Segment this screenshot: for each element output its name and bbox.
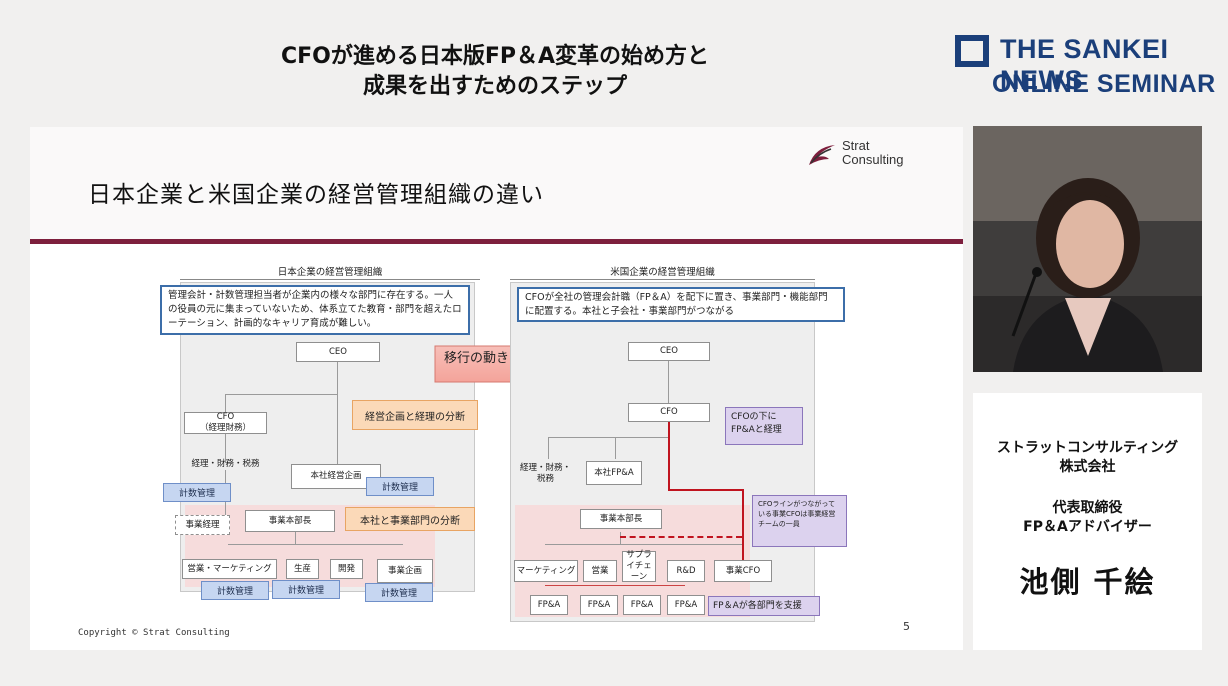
us-fpa-box-marketing: FP&A: [530, 595, 568, 615]
japan-note-planning-accounting-split: 経営企画と経理の分断: [352, 400, 478, 430]
japan-kpi-box-hq: 計数管理: [366, 477, 434, 496]
us-fpa-link: [615, 437, 616, 459]
us-unit-business-cfo: 事業CFO: [714, 560, 772, 582]
japan-cfo-label: CFO: [216, 412, 235, 422]
japan-panel-label: 日本企業の経営管理組織: [180, 264, 480, 280]
speaker-company-line1: ストラットコンサルティング: [996, 440, 1179, 456]
japan-ceo-line: [337, 362, 338, 464]
slide-accent-bar: [30, 239, 963, 244]
presentation-slide: 日本企業と米国企業の経営管理組織の違い Strat Consulting 日本企…: [30, 127, 963, 650]
japan-unit-business-planning: 事業企画: [377, 559, 433, 583]
us-division-down: [620, 532, 621, 544]
us-division-cfo-dashed-line: [620, 536, 742, 538]
us-cfo-box: CFO: [628, 403, 710, 422]
japan-division-head-box: 事業本部長: [245, 510, 335, 532]
us-fpa-box-rnd: FP&A: [667, 595, 705, 615]
japan-note-hq-division-split: 本社と事業部門の分断: [345, 507, 475, 531]
japan-division-accounting-box: 事業経理: [175, 515, 230, 535]
us-ceo-box: CEO: [628, 342, 710, 361]
brand-line2: ONLINE SEMINAR: [992, 70, 1216, 98]
us-fpa-link-line: [545, 585, 685, 586]
strat-logo-line2: Consulting: [842, 152, 904, 167]
us-fpa-box-sales: FP&A: [580, 595, 618, 615]
japan-division-down: [295, 530, 296, 544]
strat-logo-line1: Strat: [842, 138, 870, 153]
us-unit-sales: 営業: [583, 560, 617, 582]
us-note-cfo-line: CFOラインがつながっている事業CFOは事業経営チームの一員: [752, 495, 847, 547]
japan-cfo-sub-label: （経理財務）: [199, 423, 251, 433]
us-units-branch: [545, 544, 743, 545]
brand-line1: THE SANKEI NEWS: [1000, 34, 1169, 95]
speaker-role-line1: 代表取締役: [1052, 500, 1123, 516]
us-note-fpa-support: FP＆Aが各部門を支援: [708, 596, 820, 616]
us-cfo-line-horizontal: [668, 489, 744, 491]
japan-cfo-down: [225, 433, 226, 463]
sankei-logo-square-icon: [955, 35, 989, 67]
us-cfo-line-down: [742, 489, 744, 561]
japan-cfo-box: CFO （経理財務）: [184, 412, 267, 434]
migration-arrow-label: 移行の動き: [444, 351, 510, 366]
seminar-title-line1: CFOが進める日本版FP＆A変革の始め方と: [280, 44, 710, 69]
us-unit-supply-chain: サプライチェーン: [622, 550, 656, 582]
speaker-name: 池側 千絵: [1019, 565, 1156, 599]
speaker-info-panel: ストラットコンサルティング 株式会社 代表取締役 FP＆Aアドバイザー 池側 千…: [973, 393, 1202, 650]
japan-description: 管理会計・計数管理担当者が企業内の様々な部門に存在する。一人の役員の元に集まって…: [160, 285, 470, 335]
strat-consulting-logo-icon: [809, 145, 835, 165]
speaker-company: ストラットコンサルティング 株式会社: [973, 439, 1202, 477]
speaker-video-frame: [973, 126, 1202, 372]
us-division-head-box: 事業本部長: [580, 509, 662, 529]
japan-ceo-box: CEO: [296, 342, 380, 362]
japan-kpi-box-production: 計数管理: [272, 580, 340, 599]
us-hq-fpa-box: 本社FP&A: [586, 461, 642, 485]
speaker-role-line2: FP＆Aアドバイザー: [1023, 519, 1152, 535]
japan-kpi-box-sales: 計数管理: [201, 581, 269, 600]
speaker-company-line2: 株式会社: [1059, 459, 1116, 475]
us-unit-rnd: R&D: [667, 560, 705, 582]
us-ceo-line: [668, 360, 669, 404]
us-accounting-link: [548, 437, 549, 459]
us-description: CFOが全社の管理会計職（FP＆A）を配下に置き、事業部門・機能部門に配置する。…: [517, 287, 845, 322]
japan-accounting-label: 経理・財務・税務: [191, 458, 260, 469]
japan-cfo-link: [225, 394, 226, 414]
japan-ceo-branch: [225, 394, 338, 395]
japan-unit-production: 生産: [286, 559, 319, 579]
japan-unit-sales-marketing: 営業・マーケティング: [182, 559, 277, 579]
slide-copyright: Copyright © Strat Consulting: [78, 628, 230, 638]
japan-units-branch: [228, 544, 403, 545]
strat-consulting-logo-text: Strat Consulting: [842, 139, 903, 167]
us-unit-marketing: マーケティング: [514, 560, 578, 582]
us-note-under-cfo: CFOの下にFP&Aと経理: [725, 407, 803, 445]
slide-header: [30, 127, 963, 242]
us-cfo-branch: [548, 437, 668, 438]
slide-page-number: 5: [903, 620, 910, 633]
japan-kpi-box-planning: 計数管理: [365, 583, 433, 602]
speaker-video: [973, 126, 1202, 372]
japan-kpi-box-accounting: 計数管理: [163, 483, 231, 502]
seminar-title-line2: 成果を出すためのステップ: [362, 74, 627, 99]
us-panel-label: 米国企業の経営管理組織: [510, 264, 815, 280]
us-cfo-line-vertical: [668, 422, 670, 490]
us-fpa-box-supply: FP&A: [623, 595, 661, 615]
japan-unit-development: 開発: [330, 559, 363, 579]
slide-title: 日本企業と米国企業の経営管理組織の違い: [88, 182, 544, 208]
us-accounting-label: 経理・財務・税務: [519, 463, 571, 484]
speaker-role: 代表取締役 FP＆Aアドバイザー: [973, 499, 1202, 537]
